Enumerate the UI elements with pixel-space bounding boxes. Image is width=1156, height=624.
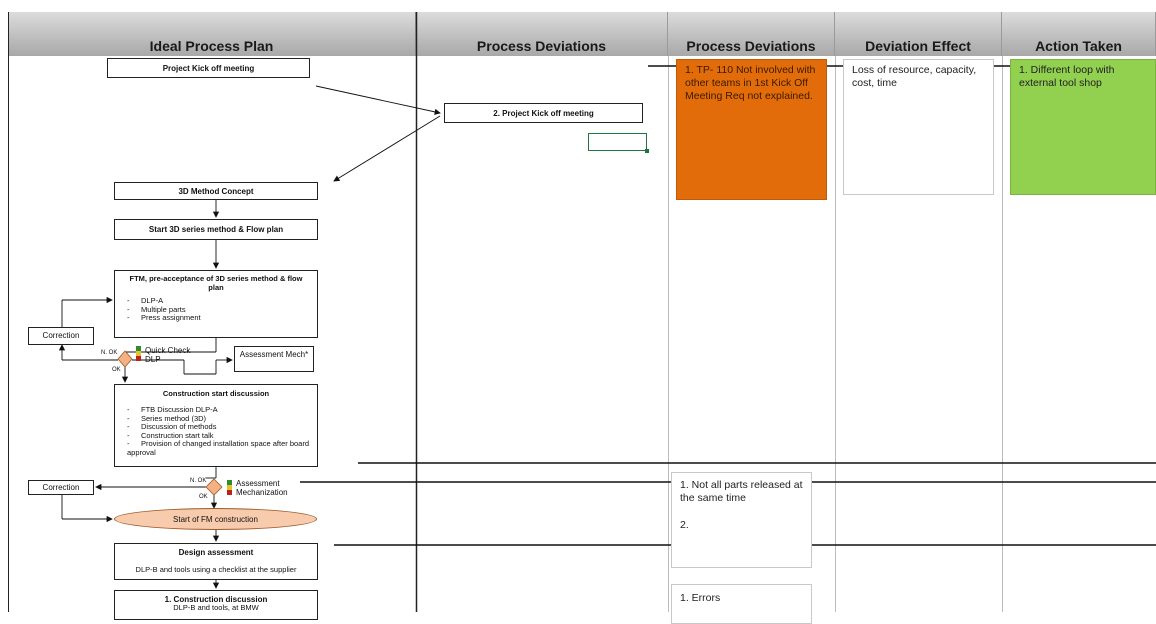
construction-item: Discussion of methods: [127, 422, 311, 432]
method-concept-label: 3D Method Concept: [178, 186, 254, 196]
header-process-deviations-2: Process Deviations: [668, 12, 835, 56]
header-deviations2-label: Process Deviations: [686, 38, 816, 54]
start-fm-label: Start of FM construction: [173, 514, 258, 524]
start-series-label: Start 3D series method & Flow plan: [148, 225, 284, 234]
construction-item: Construction start talk: [127, 431, 311, 441]
design-title: Design assessment: [178, 548, 254, 557]
construction2-text: DLP-B and tools, at BMW: [173, 603, 259, 612]
assessment-mech-box: Assessment Mech*: [234, 346, 314, 372]
green-note-text: 1. Different loop with external tool sho…: [1019, 64, 1115, 89]
header-process-deviations-1: Process Deviations: [416, 12, 668, 56]
header-action-label: Action Taken: [1035, 38, 1122, 54]
kickoff-box: Project Kick off meeting: [107, 58, 310, 78]
effect-note-text: Loss of resource, capacity, cost, time: [852, 64, 977, 89]
header-ideal-process-plan: Ideal Process Plan: [8, 12, 416, 56]
assessment-mech-label: Assessment Mech*: [239, 350, 309, 359]
ftm-item: Press assignment: [127, 313, 311, 323]
correction-box-2: Correction: [28, 480, 94, 495]
kickoff2-label: 2. Project Kick off meeting: [493, 108, 594, 118]
correction2-label: Correction: [42, 483, 80, 492]
construction-item: Provision of changed installation space …: [127, 439, 311, 457]
ok2-label: OK: [199, 494, 208, 500]
quick-check-label: Quick Check: [145, 346, 191, 355]
correction1-label: Correction: [42, 331, 80, 340]
deviation-note-3: 1. Errors: [671, 584, 812, 624]
kickoff2-box: 2. Project Kick off meeting: [444, 103, 643, 123]
header-effect-label: Deviation Effect: [865, 38, 971, 54]
method-concept-box: 3D Method Concept: [114, 182, 318, 200]
orange-deviation-note: 1. TP- 110 Not involved with other teams…: [676, 59, 827, 200]
construction-title: Construction start discussion: [162, 389, 270, 398]
decision-diamond-1: [117, 350, 133, 368]
start-fm-ellipse: Start of FM construction: [114, 508, 317, 530]
orange-note-text: 1. TP- 110 Not involved with other teams…: [685, 64, 816, 102]
correction-box-1: Correction: [28, 327, 94, 345]
start-series-box: Start 3D series method & Flow plan: [114, 219, 318, 240]
construction2-title: 1. Construction discussion: [164, 595, 268, 604]
selected-cell[interactable]: [588, 133, 647, 151]
construction-item: Series method (3D): [127, 414, 311, 424]
ftm-item: Multiple parts: [127, 305, 311, 315]
ok1-label: OK: [112, 367, 121, 373]
header-action-taken: Action Taken: [1002, 12, 1156, 56]
kickoff-label: Project Kick off meeting: [162, 63, 255, 73]
header-ideal-label: Ideal Process Plan: [149, 38, 274, 54]
mechanization-label: Mechanization: [236, 488, 288, 497]
construction-item: FTB Discussion DLP-A: [127, 405, 311, 415]
assessment-label: Assessment: [236, 479, 280, 488]
decision-diamond-2: [205, 478, 223, 496]
green-action-note: 1. Different loop with external tool sho…: [1010, 59, 1156, 195]
ftm-item: DLP-A: [127, 296, 311, 306]
selected-cell-handle[interactable]: [645, 149, 649, 153]
deviation2-line1: 1. Not all parts released at the same ti…: [680, 479, 803, 504]
deviation-note-2: 1. Not all parts released at the same ti…: [671, 472, 812, 568]
design-assessment-box: Design assessment DLP-B and tools using …: [114, 543, 318, 580]
nok2-label: N. OK: [190, 478, 207, 484]
ftm-list: DLP-A Multiple parts Press assignment: [121, 296, 311, 323]
design-text: DLP-B and tools using a checklist at the…: [135, 565, 297, 574]
construction-list: FTB Discussion DLP-A Series method (3D) …: [121, 405, 311, 457]
effect-note: Loss of resource, capacity, cost, time: [843, 59, 994, 195]
header-deviations1-label: Process Deviations: [476, 38, 607, 54]
construction2-box: 1. Construction discussion DLP-B and too…: [114, 590, 318, 620]
deviation2-line2: 2.: [680, 519, 689, 531]
ftm-title: FTM, pre-acceptance of 3D series method …: [129, 274, 303, 292]
header-deviation-effect: Deviation Effect: [835, 12, 1002, 56]
ftm-box: FTM, pre-acceptance of 3D series method …: [114, 270, 318, 338]
nok1-label: N. OK: [101, 350, 118, 356]
construction-box: Construction start discussion FTB Discus…: [114, 384, 318, 467]
deviation3-text: 1. Errors: [680, 592, 721, 604]
dlp-label: DLP: [145, 355, 161, 364]
